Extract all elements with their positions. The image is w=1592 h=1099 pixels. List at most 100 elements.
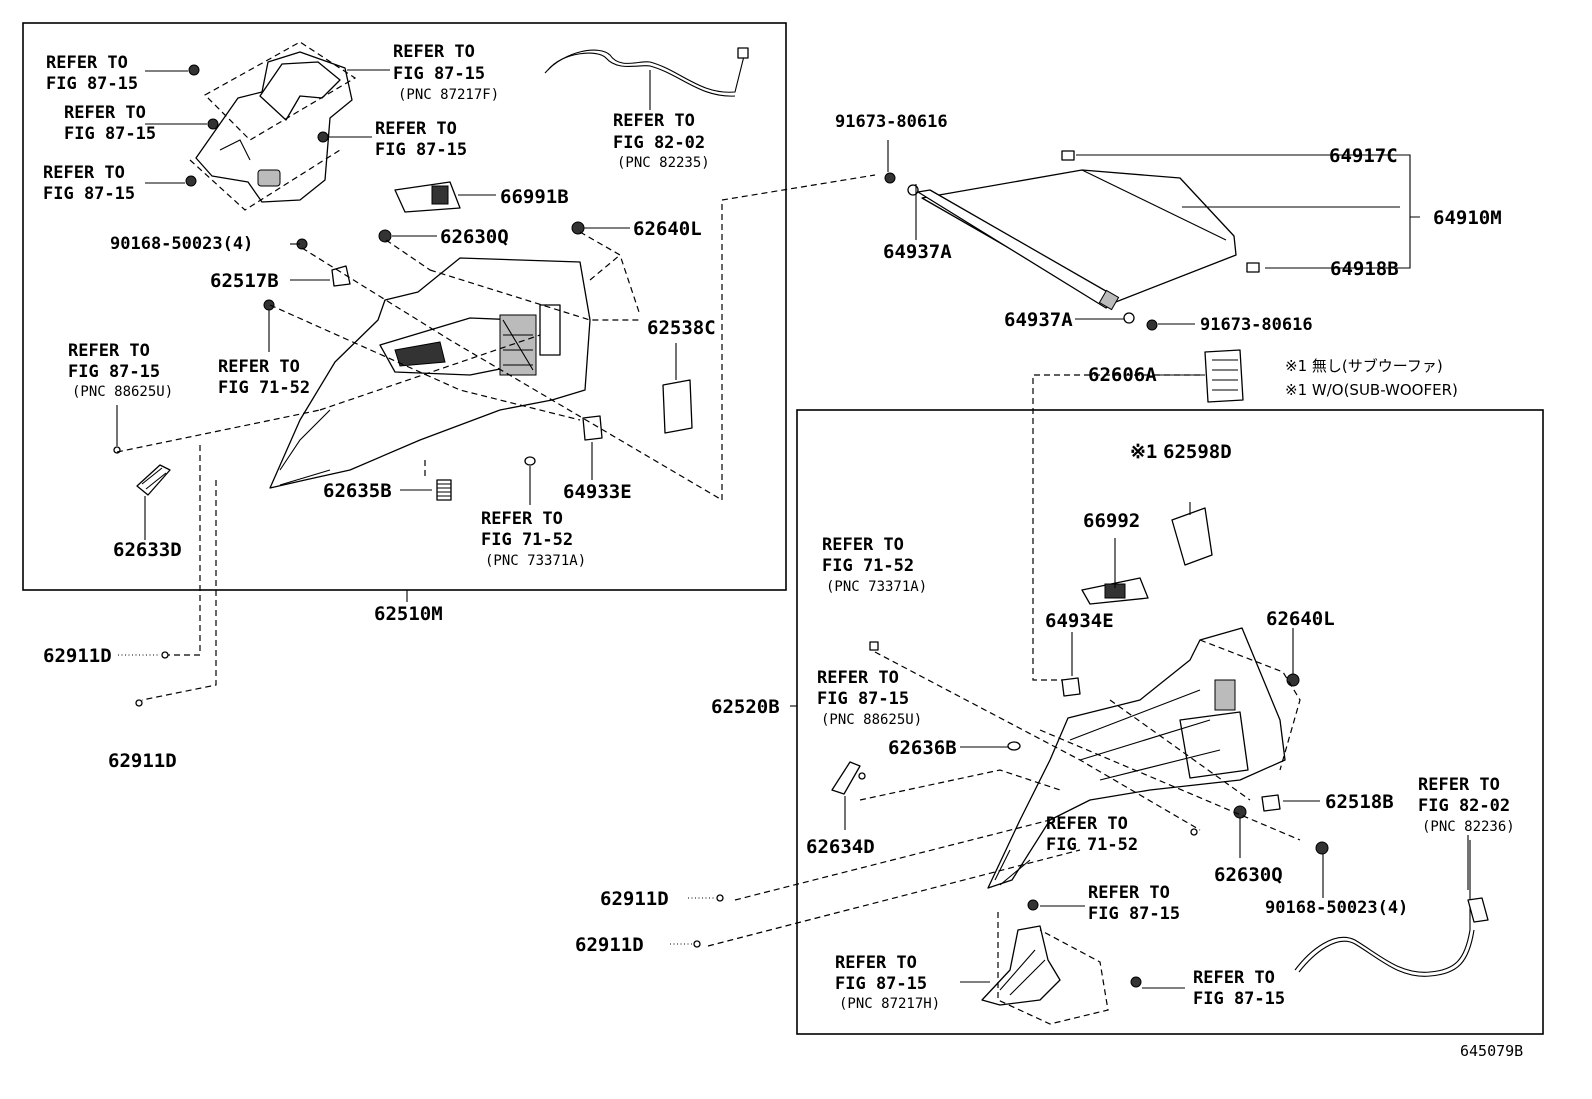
left-ref-a: REFER TO FIG 87-15 <box>46 53 138 94</box>
part-91673-a: 91673-80616 <box>835 112 948 132</box>
svg-text:(PNC 87217H): (PNC 87217H) <box>839 996 940 1012</box>
left-dashed-leaders <box>116 174 876 701</box>
part-62911D-a: 62911D <box>43 645 112 667</box>
part-62518B: 62518B <box>1325 791 1394 813</box>
left-ref-c: REFER TO FIG 87-15 <box>43 163 135 204</box>
part-64918B: 64918B <box>1330 258 1399 280</box>
left-assembly-frame <box>22 22 787 591</box>
part-64934E: 64934E <box>1045 610 1114 632</box>
part-66991B: 66991B <box>500 186 569 208</box>
part-62517B: 62517B <box>210 270 279 292</box>
left-ref-g: REFER TO FIG 87-15 (PNC 88625U) <box>68 341 173 400</box>
harness-82235-drawing <box>544 47 749 97</box>
group-label-62520B: 62520B <box>711 696 780 718</box>
group-label-62510M: 62510M <box>374 603 443 625</box>
svg-text:REFER TO: REFER TO <box>1418 775 1500 795</box>
part-62635B: 62635B <box>323 480 392 502</box>
right-ref-a: REFER TO FIG 71-52 (PNC 73371A) <box>822 535 927 595</box>
svg-text:REFER TO: REFER TO <box>43 163 125 183</box>
illustration-number: 645079B <box>1460 1042 1523 1060</box>
cover-leaders <box>887 140 1420 681</box>
part-91673-b: 91673-80616 <box>1200 315 1313 335</box>
right-ref-e: REFER TO FIG 87-15 (PNC 87217H) <box>835 953 940 1012</box>
harness-82236-drawing <box>1294 840 1489 977</box>
svg-text:(PNC 87217F): (PNC 87217F) <box>398 87 499 103</box>
right-solid-leaders <box>406 502 1469 989</box>
svg-text:FIG 87-15: FIG 87-15 <box>1088 904 1180 924</box>
svg-text:REFER TO: REFER TO <box>1046 814 1128 834</box>
part-64937A-a: 64937A <box>883 241 952 263</box>
svg-text:FIG 82-02: FIG 82-02 <box>1418 796 1510 816</box>
main-trim-panel-right-drawing <box>987 627 1286 889</box>
part-62911D-b: 62911D <box>108 750 177 772</box>
left-ref-h: REFER TO FIG 71-52 <box>218 357 310 398</box>
part-90168-left: 90168-50023(4) <box>110 234 253 254</box>
right-ref-c: REFER TO FIG 71-52 <box>1046 814 1138 855</box>
svg-text:REFER TO: REFER TO <box>822 535 904 555</box>
svg-text:FIG 87-15: FIG 87-15 <box>1193 989 1285 1009</box>
svg-text:FIG 71-52: FIG 71-52 <box>1046 835 1138 855</box>
small-fasteners <box>135 651 724 948</box>
part-64933E: 64933E <box>563 481 632 503</box>
svg-text:REFER TO: REFER TO <box>393 42 475 62</box>
left-ref-e: REFER TO FIG 87-15 <box>375 119 467 160</box>
part-62911D-d: 62911D <box>575 934 644 956</box>
svg-text:REFER TO: REFER TO <box>46 53 128 73</box>
svg-text:REFER TO: REFER TO <box>613 111 695 131</box>
right-ref-g: REFER TO FIG 82-02 (PNC 82236) <box>1418 775 1515 835</box>
screws-upper-left <box>185 64 329 187</box>
right-ref-f: REFER TO FIG 87-15 <box>1193 968 1285 1009</box>
svg-text:REFER TO: REFER TO <box>817 668 899 688</box>
part-62640L-left: 62640L <box>633 218 702 240</box>
svg-text:FIG 87-15: FIG 87-15 <box>375 140 467 160</box>
svg-text:REFER TO: REFER TO <box>68 341 150 361</box>
upper-trim-bracket-drawing <box>189 41 357 211</box>
part-64910M: 64910M <box>1433 207 1502 229</box>
note-line-2: ※1 W/O(SUB-WOOFER) <box>1285 381 1458 399</box>
part-62911D-c: 62911D <box>600 888 669 910</box>
left-ref-i: REFER TO FIG 71-52 (PNC 73371A) <box>481 509 586 569</box>
svg-text:(PNC 88625U): (PNC 88625U) <box>72 384 173 400</box>
svg-text:(PNC 88625U): (PNC 88625U) <box>821 712 922 728</box>
svg-text:FIG 87-15: FIG 87-15 <box>46 74 138 94</box>
note-line-1: ※1 無し(サブウーファ) <box>1285 357 1443 375</box>
main-trim-panel-left-drawing <box>269 257 591 489</box>
svg-text:(PNC 73371A): (PNC 73371A) <box>826 579 927 595</box>
part-62598D: 62598D <box>1163 441 1232 463</box>
svg-text:FIG 71-52: FIG 71-52 <box>481 530 573 550</box>
part-64937A-b: 64937A <box>1004 309 1073 331</box>
dotted-leaders <box>118 654 716 945</box>
right-ref-d: REFER TO FIG 87-15 <box>1088 883 1180 924</box>
left-ref-d: REFER TO FIG 87-15 (PNC 87217F) <box>393 42 499 103</box>
svg-text:REFER TO: REFER TO <box>218 357 300 377</box>
left-ref-f: REFER TO FIG 82-02 (PNC 82235) <box>613 111 710 171</box>
svg-text:FIG 71-52: FIG 71-52 <box>822 556 914 576</box>
svg-text:FIG 87-15: FIG 87-15 <box>43 184 135 204</box>
part-62630Q-right: 62630Q <box>1214 864 1283 886</box>
part-62538C: 62538C <box>647 317 716 339</box>
part-66992: 66992 <box>1083 510 1140 532</box>
svg-text:FIG 87-15: FIG 87-15 <box>64 124 156 144</box>
svg-text:FIG 82-02: FIG 82-02 <box>613 133 705 153</box>
part-64917C: 64917C <box>1329 145 1398 167</box>
svg-text:FIG 87-15: FIG 87-15 <box>835 974 927 994</box>
right-dashed-leaders <box>707 639 1301 947</box>
part-62636B: 62636B <box>888 737 957 759</box>
svg-text:FIG 71-52: FIG 71-52 <box>218 378 310 398</box>
svg-text:REFER TO: REFER TO <box>64 103 146 123</box>
svg-text:FIG 87-15: FIG 87-15 <box>393 64 485 84</box>
part-62640L-right: 62640L <box>1266 608 1335 630</box>
left-ref-b: REFER TO FIG 87-15 <box>64 103 156 144</box>
part-62598D-mark: ※1 <box>1130 441 1157 463</box>
svg-text:REFER TO: REFER TO <box>835 953 917 973</box>
svg-text:FIG 87-15: FIG 87-15 <box>68 362 160 382</box>
svg-text:(PNC 82236): (PNC 82236) <box>1422 819 1515 835</box>
svg-text:REFER TO: REFER TO <box>375 119 457 139</box>
part-62634D: 62634D <box>806 836 875 858</box>
small-parts-left <box>113 181 693 501</box>
svg-text:(PNC 73371A): (PNC 73371A) <box>485 553 586 569</box>
svg-text:REFER TO: REFER TO <box>1088 883 1170 903</box>
right-assembly-frame <box>796 409 1544 1035</box>
tonneau-cover-drawing <box>884 150 1260 403</box>
